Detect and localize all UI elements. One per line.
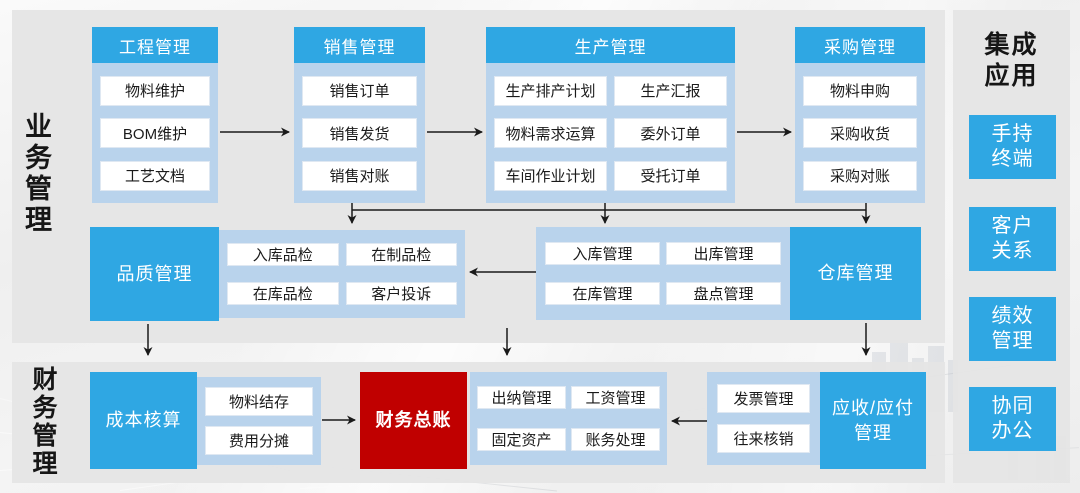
group-production-management: 生产管理 生产排产计划 生产汇报 物料需求运算 委外订单 车间作业计划 受托订单 bbox=[486, 27, 735, 203]
item-workshop-operation-plan: 车间作业计划 bbox=[494, 160, 607, 191]
header-engineering-management: 工程管理 bbox=[92, 27, 218, 63]
group-receivable-items: 发票管理 往来核销 bbox=[707, 372, 820, 465]
item-inbound-management: 入库管理 bbox=[545, 241, 660, 265]
handheld-terminal-box: 手持 终端 bbox=[969, 115, 1056, 179]
group-cost-items: 物料结存 费用分摊 bbox=[197, 377, 321, 465]
group-engineering-management: 工程管理 物料维护 BOM维护 工艺文档 bbox=[92, 27, 218, 203]
warehouse-management-box: 仓库管理 bbox=[790, 227, 921, 320]
header-purchasing-management: 采购管理 bbox=[795, 27, 925, 63]
item-purchase-reconciliation: 采购对账 bbox=[803, 160, 917, 191]
header-sales-management: 销售管理 bbox=[294, 27, 425, 63]
cost-accounting-box: 成本核算 bbox=[90, 372, 197, 469]
item-outbound-management: 出库管理 bbox=[666, 241, 781, 265]
item-production-scheduling-plan: 生产排产计划 bbox=[494, 75, 607, 106]
item-fixed-assets: 固定资产 bbox=[477, 427, 566, 451]
item-in-stock-management: 在库管理 bbox=[545, 282, 660, 306]
group-purchasing-management: 采购管理 物料申购 采购收货 采购对账 bbox=[795, 27, 925, 203]
item-material-maintenance: 物料维护 bbox=[100, 75, 210, 106]
finance-management-label: 财务管理 bbox=[29, 366, 57, 478]
item-transaction-verification: 往来核销 bbox=[717, 424, 810, 454]
item-bom-maintenance: BOM维护 bbox=[100, 118, 210, 148]
item-production-report: 生产汇报 bbox=[614, 75, 727, 106]
group-sales-management: 销售管理 销售订单 销售发货 销售对账 bbox=[294, 27, 425, 203]
item-incoming-inspection: 入库品检 bbox=[227, 243, 339, 267]
item-material-requisition: 物料申购 bbox=[803, 75, 917, 106]
item-accounting-processing: 账务处理 bbox=[571, 427, 660, 451]
group-warehouse-items: 入库管理 出库管理 在库管理 盘点管理 bbox=[536, 227, 790, 320]
item-stocktaking-management: 盘点管理 bbox=[666, 282, 781, 306]
business-management-label: 业务管理 bbox=[21, 112, 51, 236]
item-outsourcing-order: 委外订单 bbox=[614, 118, 727, 148]
item-material-requirement-calculation: 物料需求运算 bbox=[494, 118, 607, 148]
customer-relationship-box: 客户 关系 bbox=[969, 207, 1056, 271]
item-expense-allocation: 费用分摊 bbox=[205, 426, 313, 455]
item-sales-delivery: 销售发货 bbox=[302, 118, 417, 148]
item-in-stock-inspection: 在库品检 bbox=[227, 281, 339, 305]
item-customer-complaint: 客户投诉 bbox=[345, 281, 457, 305]
header-production-management: 生产管理 bbox=[486, 27, 735, 63]
receivable-payable-management-box: 应收/应付 管理 bbox=[820, 372, 926, 469]
item-purchase-receiving: 采购收货 bbox=[803, 118, 917, 148]
group-accounting-items: 出纳管理 工资管理 固定资产 账务处理 bbox=[470, 372, 667, 465]
item-process-documents: 工艺文档 bbox=[100, 160, 210, 191]
collaborative-office-box: 协同 办公 bbox=[969, 387, 1056, 451]
item-payroll-management: 工资管理 bbox=[571, 386, 660, 410]
quality-management-box: 品质管理 bbox=[90, 227, 219, 321]
item-sales-order: 销售订单 bbox=[302, 75, 417, 106]
item-sales-reconciliation: 销售对账 bbox=[302, 160, 417, 191]
item-in-process-inspection: 在制品检 bbox=[345, 243, 457, 267]
group-quality-items: 入库品检 在制品检 在库品检 客户投诉 bbox=[219, 230, 465, 318]
performance-management-box: 绩效 管理 bbox=[969, 297, 1056, 361]
item-cashier-management: 出纳管理 bbox=[477, 386, 566, 410]
item-invoice-management: 发票管理 bbox=[717, 383, 810, 413]
general-ledger-box: 财务总账 bbox=[360, 372, 467, 469]
item-consignment-order: 受托订单 bbox=[614, 160, 727, 191]
integration-application-label: 集成 应用 bbox=[984, 31, 1039, 91]
item-material-balance: 物料结存 bbox=[205, 387, 313, 416]
